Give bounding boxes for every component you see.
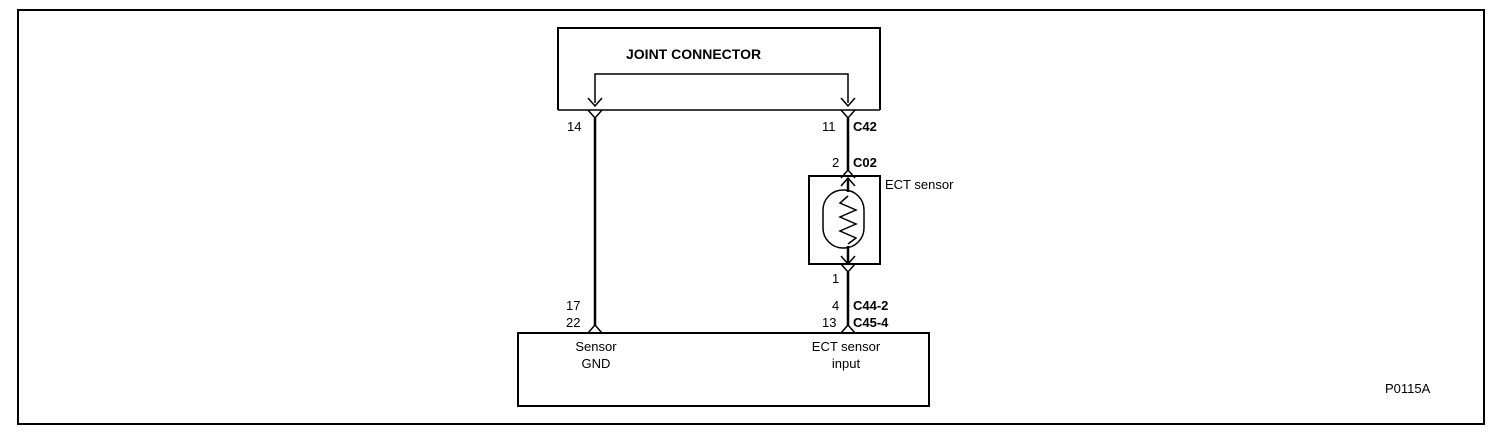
thermistor-capsule [822, 189, 865, 249]
figure-code: P0115A [1385, 381, 1431, 396]
ecm-input-label-line1: ECT sensor [812, 339, 881, 354]
ecm-input-terminal [840, 323, 856, 334]
ect-sensor [808, 168, 881, 274]
joint-connector: JOINT CONNECTOR [557, 27, 881, 120]
joint-pin-14-arrow [587, 97, 603, 108]
pin-11-label: 11 [822, 119, 836, 134]
thermistor-icon [838, 195, 858, 245]
sensor-pin-1-label: 1 [832, 271, 839, 286]
sensor-pin-2-label: 2 [832, 155, 839, 170]
ect-sensor-box [808, 175, 881, 265]
connector-c45-4-label: C45-4 [853, 315, 889, 330]
ecm-gnd-terminal [587, 323, 603, 334]
joint-pin-11-terminal [840, 109, 856, 120]
ect-sensor-label: ECT sensor [885, 177, 954, 192]
ecm-gnd-label-line2: GND [582, 356, 611, 371]
connector-c02-label: C02 [853, 155, 877, 170]
outer-frame [17, 9, 1485, 425]
joint-connector-bus [594, 73, 849, 103]
ecm [517, 323, 930, 407]
ecm-gnd-label-line1: Sensor [575, 339, 617, 354]
sensor-top-terminal [840, 168, 856, 179]
joint-connector-label: JOINT CONNECTOR [626, 46, 761, 62]
ecm-pin-4-label: 4 [832, 298, 839, 313]
ecm-pin-17-label: 17 [566, 298, 580, 313]
ecm-input-label-line2: input [832, 356, 861, 371]
connector-c44-2-label: C44-2 [853, 298, 888, 313]
joint-connector-box [557, 27, 881, 110]
connector-c42-label: C42 [853, 119, 877, 134]
joint-pin-11-arrow [840, 97, 856, 108]
ecm-box [517, 332, 930, 407]
joint-pin-14-terminal [587, 109, 603, 120]
pin-14-label: 14 [567, 119, 581, 134]
sensor-bottom-terminal [840, 263, 856, 274]
ecm-pin-13-label: 13 [822, 315, 836, 330]
ecm-pin-22-label: 22 [566, 315, 580, 330]
